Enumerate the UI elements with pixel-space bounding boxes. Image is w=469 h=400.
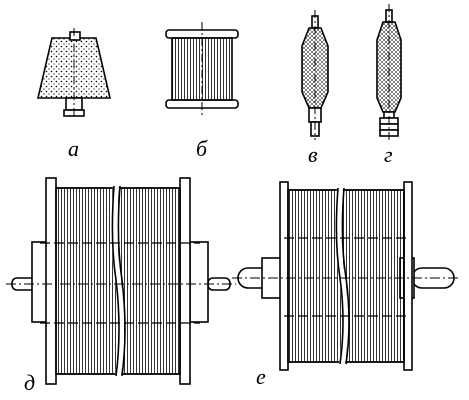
beam-bobbin-d <box>6 177 236 385</box>
ribbed-cop <box>376 4 402 142</box>
label-e: е <box>256 364 266 389</box>
label-v: в <box>308 142 318 167</box>
cone-package <box>36 28 112 118</box>
label-b: б <box>196 136 208 161</box>
label-g: г <box>384 142 393 167</box>
beam-bobbin-e <box>232 181 460 371</box>
label-a: а <box>68 136 79 161</box>
tapered-cop <box>301 10 329 140</box>
flanged-spool <box>165 22 239 116</box>
label-d: д <box>24 370 35 395</box>
